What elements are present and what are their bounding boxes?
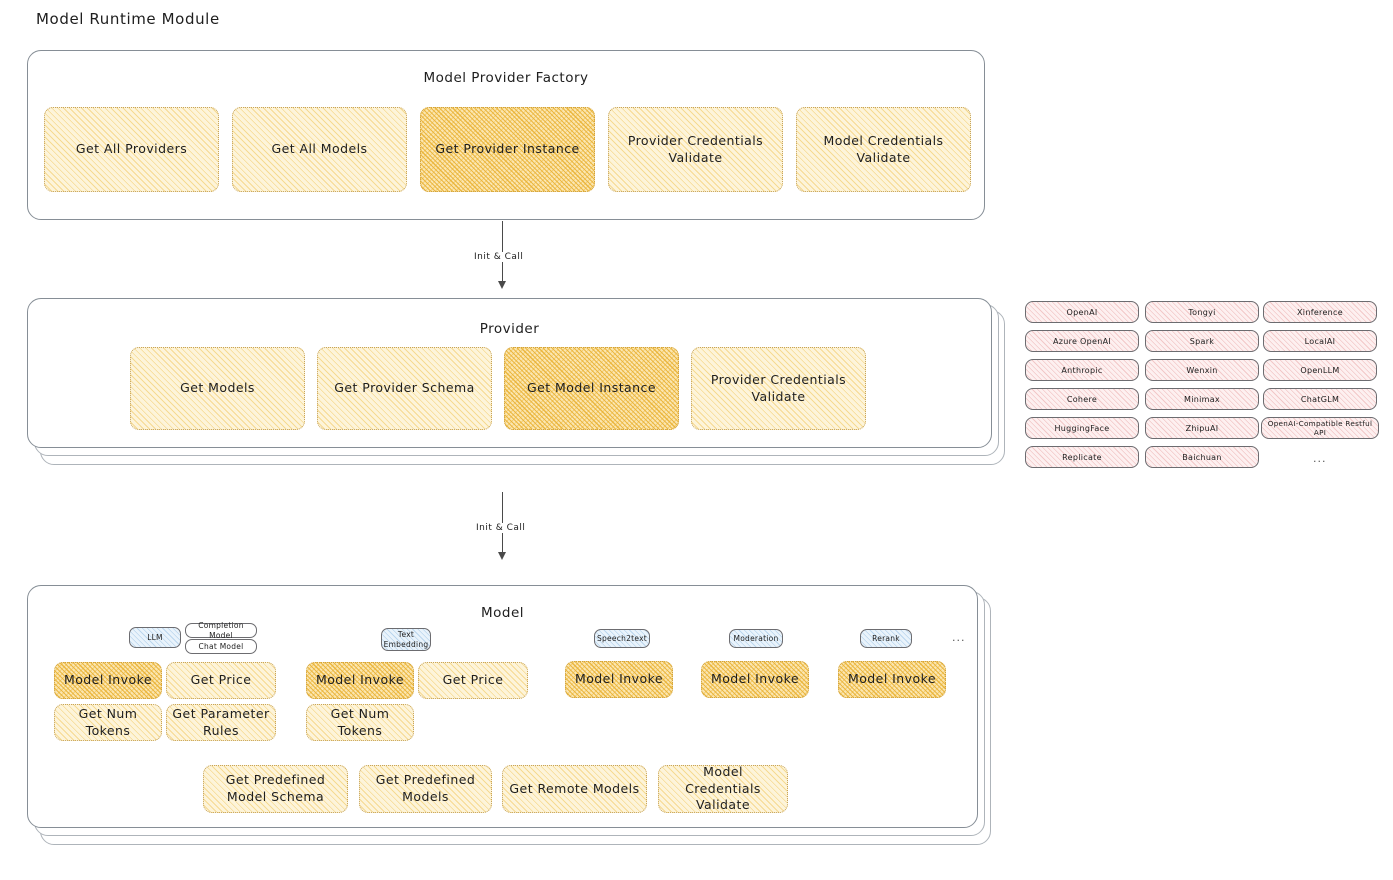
provider-list-more-indicator: ... — [1313, 452, 1327, 465]
provider-pill-openllm[interactable]: OpenLLM — [1263, 359, 1377, 381]
model-node-get-remote-models[interactable]: Get Remote Models — [502, 765, 647, 813]
model-node-text-embedding-get-price[interactable]: Get Price — [418, 662, 528, 699]
model-badge-speech2text[interactable]: Speech2text — [594, 629, 650, 648]
provider-pill-localai[interactable]: LocalAI — [1263, 330, 1377, 352]
model-badge-llm[interactable]: LLM — [129, 627, 181, 648]
arrow-provider-to-model-head — [498, 552, 506, 560]
arrow-provider-to-model-label: Init & Call — [473, 523, 529, 533]
model-badge-moderation[interactable]: Moderation — [729, 629, 783, 648]
model-badge-chat-model[interactable]: Chat Model — [185, 639, 257, 654]
provider-pill-zhipuai[interactable]: ZhipuAI — [1145, 417, 1259, 439]
provider-pill-openai-compatible-restful-api[interactable]: OpenAI-Compatible Restful API — [1261, 417, 1379, 439]
model-node-get-predefined-model-schema[interactable]: Get Predefined Model Schema — [203, 765, 348, 813]
provider-pill-xinference[interactable]: Xinference — [1263, 301, 1377, 323]
model-node-moderation-model-invoke[interactable]: Model Invoke — [701, 661, 809, 698]
provider-pill-azure-openai[interactable]: Azure OpenAI — [1025, 330, 1139, 352]
provider-node-get-models[interactable]: Get Models — [130, 347, 305, 430]
factory-node-get-all-providers[interactable]: Get All Providers — [44, 107, 219, 192]
model-badge-rerank[interactable]: Rerank — [860, 629, 912, 648]
model-badge-text-embedding[interactable]: Text Embedding — [381, 628, 431, 651]
provider-pill-openai[interactable]: OpenAI — [1025, 301, 1139, 323]
provider-pill-spark[interactable]: Spark — [1145, 330, 1259, 352]
provider-pill-huggingface[interactable]: HuggingFace — [1025, 417, 1139, 439]
model-node-get-predefined-models[interactable]: Get Predefined Models — [359, 765, 492, 813]
model-node-rerank-model-invoke[interactable]: Model Invoke — [838, 661, 946, 698]
page-title: Model Runtime Module — [36, 10, 220, 28]
factory-node-get-provider-instance[interactable]: Get Provider Instance — [420, 107, 595, 192]
provider-pill-replicate[interactable]: Replicate — [1025, 446, 1139, 468]
provider-pill-baichuan[interactable]: Baichuan — [1145, 446, 1259, 468]
provider-pill-chatglm[interactable]: ChatGLM — [1263, 388, 1377, 410]
model-panel-title: Model — [480, 605, 525, 621]
model-groups-more-indicator: ... — [952, 631, 966, 644]
model-badge-completion-model[interactable]: Completion Model — [185, 621, 257, 640]
model-node-model-credentials-validate[interactable]: Model Credentials Validate — [658, 764, 788, 813]
model-node-text-embedding-model-invoke[interactable]: Model Invoke — [306, 662, 414, 699]
model-node-llm-model-invoke[interactable]: Model Invoke — [54, 662, 162, 699]
provider-node-provider-credentials-validate[interactable]: Provider Credentials Validate — [691, 347, 866, 430]
provider-pill-tongyi[interactable]: Tongyi — [1145, 301, 1259, 323]
factory-node-model-credentials-validate[interactable]: Model Credentials Validate — [796, 107, 971, 192]
factory-node-provider-credentials-validate[interactable]: Provider Credentials Validate — [608, 107, 783, 192]
provider-node-get-provider-schema[interactable]: Get Provider Schema — [317, 347, 492, 430]
model-node-llm-get-num-tokens[interactable]: Get Num Tokens — [54, 704, 162, 741]
model-node-llm-get-price[interactable]: Get Price — [166, 662, 276, 699]
provider-pill-cohere[interactable]: Cohere — [1025, 388, 1139, 410]
provider-node-get-model-instance[interactable]: Get Model Instance — [504, 347, 679, 430]
model-node-speech2text-model-invoke[interactable]: Model Invoke — [565, 661, 673, 698]
model-node-text-embedding-get-num-tokens[interactable]: Get Num Tokens — [306, 704, 414, 741]
model-node-llm-get-parameter-rules[interactable]: Get Parameter Rules — [166, 704, 276, 741]
provider-pill-wenxin[interactable]: Wenxin — [1145, 359, 1259, 381]
model-provider-factory-title: Model Provider Factory — [423, 70, 589, 86]
arrow-factory-to-provider-head — [498, 281, 506, 289]
provider-pill-anthropic[interactable]: Anthropic — [1025, 359, 1139, 381]
provider-panel-title: Provider — [479, 321, 540, 337]
arrow-factory-to-provider-label: Init & Call — [471, 252, 527, 262]
provider-pill-minimax[interactable]: Minimax — [1145, 388, 1259, 410]
factory-node-get-all-models[interactable]: Get All Models — [232, 107, 407, 192]
